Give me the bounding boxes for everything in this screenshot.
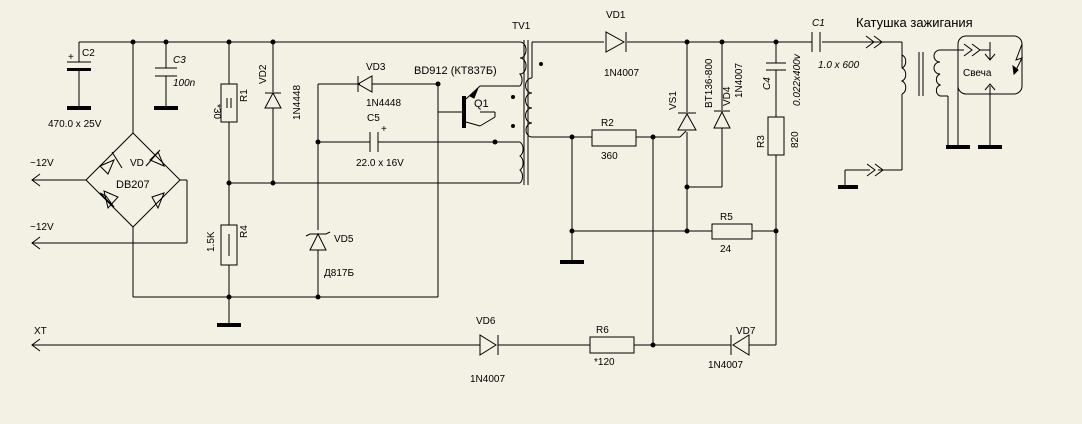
- lightning-icon: [1013, 43, 1023, 75]
- capacitor-c4: C4 0.022x400v: [762, 53, 803, 106]
- thyristor-vs1: VS1 BT136-800: [668, 58, 715, 138]
- junction-dots: [130, 39, 779, 348]
- resistor-r2: R2 360: [591, 118, 637, 162]
- vd2-ref: VD2: [258, 64, 269, 84]
- svg-text:+: +: [381, 124, 387, 135]
- c2-value: 470.0 x 25V: [48, 119, 102, 130]
- capacitor-c1: C1 1.0 x 600: [811, 18, 860, 71]
- transistor-q1: BD912 (КТ837Б) Q1: [414, 65, 497, 128]
- vd1-ref: VD1: [606, 10, 626, 21]
- zener-vd5: VD5 Д817Б: [305, 231, 354, 279]
- vd4-ref: VD4: [722, 86, 733, 106]
- r3-ref: R3: [756, 135, 767, 148]
- vd5-ref: VD5: [334, 234, 354, 245]
- diode-vd1: VD1 1N4007: [604, 10, 639, 79]
- ac-input-2: ~12V: [30, 222, 54, 233]
- c3-ref: C3: [173, 55, 186, 66]
- diode-vd3: VD3 1N4448: [356, 62, 401, 109]
- r4-value: 1.5K: [206, 231, 217, 252]
- vd1-value: 1N4007: [604, 68, 639, 79]
- spark-plug-label: Свеча: [963, 68, 992, 79]
- r6-ref: R6: [596, 325, 609, 336]
- vs1-ref: VS1: [668, 91, 679, 110]
- c2-ref: C2: [82, 48, 95, 59]
- c5-value: 22.0 x 16V: [356, 158, 404, 169]
- c3-value: 100n: [173, 78, 196, 89]
- r4-ref: R4: [239, 225, 250, 238]
- resistor-r5: R5 24: [711, 212, 753, 255]
- diode-vd7: VD7 1N4007: [708, 326, 756, 371]
- vd3-ref: VD3: [366, 62, 386, 73]
- diode-vd4: VD4 1N4007: [713, 63, 745, 129]
- capacitor-c5: + C5 22.0 x 16V: [356, 113, 404, 169]
- vd3-value: 1N4448: [366, 98, 401, 109]
- vd5-value: Д817Б: [324, 268, 354, 279]
- vd4-value: 1N4007: [734, 63, 745, 98]
- connector-chevrons: [865, 35, 990, 177]
- tv1-ref: TV1: [512, 21, 531, 32]
- r6-value: *120: [594, 357, 615, 368]
- bridge-part: DB207: [116, 179, 150, 191]
- vd6-ref: VD6: [476, 316, 496, 327]
- c4-value: 0.022x400v: [792, 53, 803, 106]
- r1-value: *30: [211, 104, 222, 119]
- resistor-r1: R1 *30: [211, 83, 250, 123]
- diode-vd6: VD6 1N4007: [470, 316, 505, 385]
- ignition-coil-title: Катушка зажигания: [856, 15, 973, 30]
- c4-ref: C4: [762, 77, 773, 90]
- svg-text:+: +: [68, 52, 74, 63]
- input-arrows: ~12V ~12V XT: [30, 158, 54, 352]
- diode-bridge: VD DB207: [85, 132, 181, 228]
- c1-ref: C1: [812, 18, 825, 29]
- spark-plug: Свеча: [957, 35, 1023, 95]
- r1-ref: R1: [239, 89, 250, 102]
- diode-vd2: VD2 1N4448: [258, 64, 303, 120]
- c1-value: 1.0 x 600: [818, 60, 860, 71]
- r3-value: 820: [790, 131, 801, 148]
- vs1-value: BT136-800: [704, 58, 715, 108]
- vd2-value: 1N4448: [292, 85, 303, 120]
- vd6-value: 1N4007: [470, 374, 505, 385]
- ignition-coil: Катушка зажигания: [856, 15, 973, 97]
- q1-value: BD912 (КТ837Б): [414, 65, 497, 77]
- r2-value: 360: [601, 151, 618, 162]
- capacitor-c2: + C2 470.0 x 25V: [48, 48, 102, 130]
- c5-ref: C5: [367, 113, 380, 124]
- resistor-r6: R6 *120: [589, 325, 635, 368]
- bridge-ref: VD: [130, 158, 144, 169]
- vd7-ref: VD7: [736, 326, 756, 337]
- resistor-r4: R4 1.5K: [206, 224, 250, 266]
- vd7-value: 1N4007: [708, 360, 743, 371]
- ground-symbols: [67, 106, 1002, 327]
- resistor-r3: R3 820: [756, 116, 801, 156]
- xt-input: XT: [34, 326, 47, 337]
- r2-ref: R2: [601, 118, 614, 129]
- q1-ref: Q1: [474, 98, 489, 110]
- transformer-tv1: TV1: [511, 21, 543, 185]
- capacitor-c3: C3 100n: [155, 55, 196, 89]
- ac-input-1: ~12V: [30, 158, 54, 169]
- r5-value: 24: [720, 244, 732, 255]
- r5-ref: R5: [720, 212, 733, 223]
